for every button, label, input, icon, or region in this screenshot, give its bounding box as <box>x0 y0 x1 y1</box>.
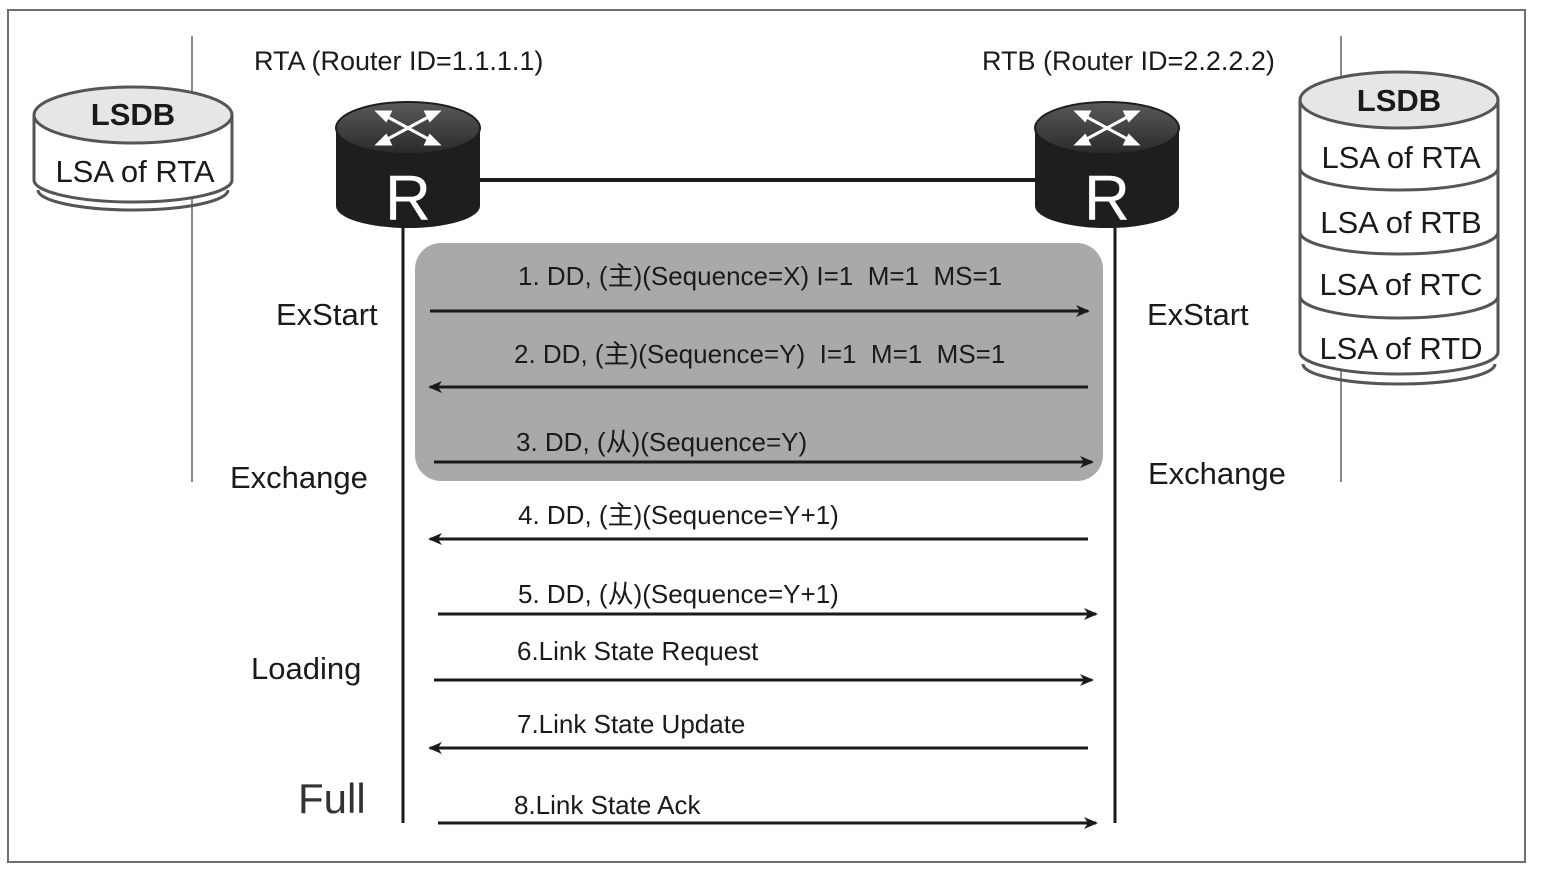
lsdb-right-title: LSDB <box>1357 83 1441 118</box>
message-6-label: 6.Link State Request <box>517 636 759 666</box>
rta-state-full: Full <box>298 775 366 822</box>
lsdb-left: LSDB LSA of RTA <box>32 85 234 212</box>
lsdb-right-entry-rtc: LSA of RTC <box>1319 267 1482 302</box>
router-rta-label: RTA (Router ID=1.1.1.1) <box>254 46 543 76</box>
lsdb-right-entry-rtb: LSA of RTB <box>1320 205 1481 240</box>
negotiation-highlight-box <box>415 243 1103 481</box>
message-3-label: 3. DD, (从)(Sequence=Y) <box>516 427 807 457</box>
router-rta-letter: R <box>385 162 431 234</box>
router-rtb-label: RTB (Router ID=2.2.2.2) <box>982 46 1275 76</box>
lsdb-left-title: LSDB <box>91 97 175 132</box>
router-rtb-icon: R <box>1034 101 1180 234</box>
message-4-label: 4. DD, (主)(Sequence=Y+1) <box>518 500 839 530</box>
lsdb-right: LSDB LSA of RTA LSA of RTB LSA of RTC LS… <box>1298 70 1500 386</box>
rta-state-loading: Loading <box>251 651 361 686</box>
rtb-state-exstart: ExStart <box>1147 297 1249 332</box>
message-2-label: 2. DD, (主)(Sequence=Y) I=1 M=1 MS=1 <box>514 339 1005 369</box>
rtb-state-exchange: Exchange <box>1148 456 1286 491</box>
router-rta-icon: R <box>335 101 481 234</box>
rta-state-exchange: Exchange <box>230 460 368 495</box>
router-rtb-letter: R <box>1084 162 1130 234</box>
message-5-label: 5. DD, (从)(Sequence=Y+1) <box>518 579 839 609</box>
lsdb-right-entry-rtd: LSA of RTD <box>1319 331 1482 366</box>
lsdb-left-entry: LSA of RTA <box>55 154 214 189</box>
rta-state-exstart: ExStart <box>276 297 378 332</box>
lsdb-right-entry-rta: LSA of RTA <box>1321 140 1480 175</box>
message-7-label: 7.Link State Update <box>517 709 745 739</box>
message-8-label: 8.Link State Ack <box>514 790 701 820</box>
message-1-label: 1. DD, (主)(Sequence=X) I=1 M=1 MS=1 <box>518 261 1002 291</box>
